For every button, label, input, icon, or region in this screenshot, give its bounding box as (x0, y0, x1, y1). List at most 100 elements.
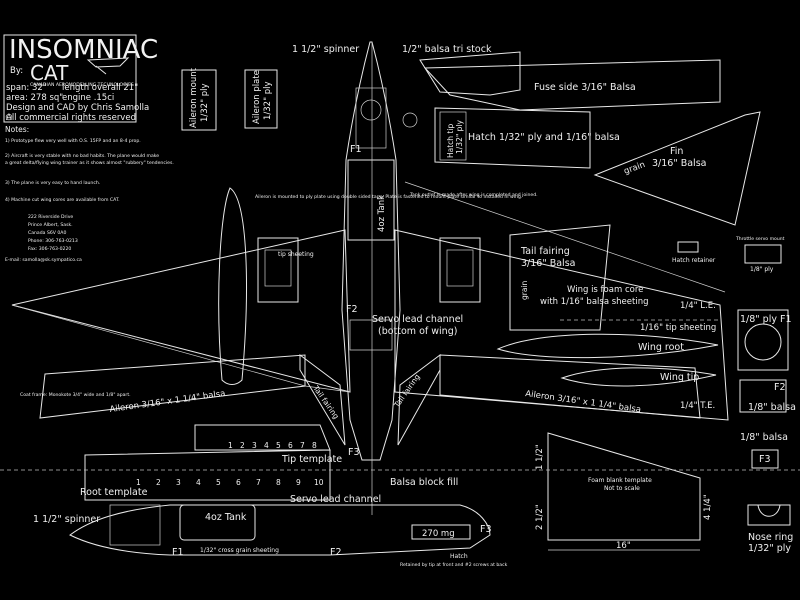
left-servo-bay (257, 237, 299, 303)
wing-tip-label: Wing tip (660, 372, 699, 383)
fin-part: Fin 3/16" Balsa grain (593, 111, 761, 226)
throttle-mount-dim: 1/8" ply (750, 266, 774, 273)
construction-lines (0, 319, 800, 471)
wing-root-label: Wing root (638, 342, 684, 353)
aileron-right-label: Aileron 3/16" x 1 1/4" balsa (525, 389, 642, 415)
te-label: 1/4" T.E. (680, 401, 715, 411)
template-num: 2 (240, 441, 245, 450)
address-1: 222 Riverside Drive (28, 214, 73, 220)
by-label: By: (10, 66, 23, 76)
aileron-mount-label: Aileron mount (189, 67, 199, 128)
foam-blank-label: Foam blank template (588, 477, 652, 484)
spec-area: area: 278 sq" (6, 93, 63, 103)
wheel-circle (402, 112, 418, 128)
hatch-tip-box (439, 111, 467, 161)
small-parts: Hatch retainer Throttle servo mount 1/8"… (672, 236, 785, 273)
template-num: 1 (228, 441, 233, 450)
wing-tip-profile (560, 367, 717, 387)
address-3: Canada S6V 0A0 (28, 230, 66, 236)
airfoils: Wing root Wing tip (496, 333, 719, 387)
nose-ring-outline (747, 504, 791, 526)
engine-side (109, 504, 161, 546)
address-phone: Phone: 306-763-0213 (28, 238, 78, 244)
engine-box (355, 87, 387, 149)
le-label: 1/4" L.E. (680, 301, 716, 311)
title-frame (3, 34, 137, 123)
template-num: 10 (314, 478, 324, 487)
aileron-mount-dim: 1/32" ply (200, 84, 210, 123)
address-2: Prince Albert, Sask. (28, 222, 73, 228)
right-wing: Aileron 3/16" x 1 1/4" balsa 1/4" L.E. 1… (394, 181, 729, 421)
hatch-retainer-part (677, 241, 699, 253)
balsa-block-label: Balsa block fill (390, 477, 458, 488)
wing-root-profile (496, 333, 719, 359)
tip-template-label: Tip template (281, 454, 342, 465)
fin-label: Fin (670, 146, 683, 157)
notes-block: Notes: 1) Prototype flew very well with … (5, 125, 174, 263)
note-3: 3) The plane is very easy to hand launch… (5, 180, 100, 186)
hatch-outline (434, 107, 591, 169)
right-servo (446, 249, 474, 287)
template-num: 8 (276, 478, 281, 487)
templates: Tip template Root template 1 2 3 4 5 6 7… (80, 424, 342, 501)
dim-2-5-label: 2 1/2" (535, 504, 545, 530)
aileron-plate-label: Aileron plate (252, 70, 262, 124)
tank-note: Tank outlet is made after wing is comple… (409, 192, 538, 198)
email: E-mail: samolla@sk.sympatico.ca (5, 257, 82, 263)
tail-fairing-part: Tail fairing 3/16" Balsa grain (509, 224, 611, 331)
tank-top-label: 4oz Tank (377, 195, 387, 232)
right-servo-bay (439, 237, 481, 303)
tail-fairing-grain: grain (520, 280, 529, 300)
servo-lead-side-label: Servo lead channel (290, 494, 381, 505)
hatch-label: Hatch 1/32" ply and 1/16" balsa (468, 132, 620, 143)
foam-blank-label-2: Not to scale (604, 485, 640, 492)
servo-bay-center (349, 319, 393, 351)
f3-former-label: F3 (759, 454, 771, 465)
spec-length: length overall 21" (62, 83, 138, 93)
servo-lead-note: (bottom of wing) (378, 326, 457, 337)
tail-fairing-part-dim: 3/16" Balsa (521, 258, 575, 269)
dim-1-5-label: 1 1/2" (535, 444, 545, 470)
note-1: 1) Prototype flew very well with O.S. 15… (5, 138, 141, 144)
spec-rights: All commercial rights reserved (6, 113, 136, 123)
aileron-mount-outline (181, 69, 217, 131)
hatch-part: Hatch tip 1/32" ply Hatch 1/32" ply and … (434, 107, 620, 169)
spinner-side-label: 1 1/2" spinner (33, 514, 100, 525)
f3-former-dim: 1/8" balsa (740, 432, 788, 443)
template-numbers: 1 2 3 4 5 6 7 8 1 2 3 4 5 6 7 8 9 10 (136, 441, 324, 487)
leading-edge-line (404, 181, 726, 293)
servo-lead-label: Servo lead channel (372, 314, 463, 325)
tank-side (179, 504, 256, 541)
aileron-plate-dim: 1/32" ply (263, 82, 273, 121)
template-num: 8 (312, 441, 317, 450)
tail-fairing-part-label: Tail fairing (520, 246, 570, 257)
nose-ring-arc (757, 504, 781, 517)
template-num: 6 (236, 478, 241, 487)
fin-dim: 3/16" Balsa (652, 158, 706, 169)
f2-former-label: F2 (774, 382, 786, 393)
title-block: INSOMNIAC By: CAT CANADIAN AEROMODELLING… (3, 34, 158, 123)
wing-core-label-2: with 1/16" balsa sheeting (540, 297, 649, 307)
hatch-tip-label: Hatch tip (446, 124, 455, 158)
fin-outline (593, 111, 761, 226)
foam-blank: Foam blank template Not to scale 16" 2 1… (535, 432, 713, 551)
right-wing-outline (394, 229, 729, 421)
template-num: 6 (288, 441, 293, 450)
aileron-plate-outline (244, 69, 278, 129)
template-num: 1 (136, 478, 141, 487)
spinner-top-label: 1 1/2" spinner (292, 44, 359, 55)
hatch-retainer-label: Hatch retainer (672, 257, 716, 264)
template-num: 7 (256, 478, 261, 487)
tri-stock-label: 1/2" balsa tri stock (402, 44, 492, 55)
root-template-outline (84, 449, 331, 501)
f3-former (751, 449, 779, 469)
throttle-mount-label: Throttle servo mount (735, 236, 785, 242)
f2-former-dim: 1/8" balsa (748, 402, 796, 413)
formers: 1/8" ply F1 F2 1/8" balsa 1/8" balsa F3 (737, 309, 796, 469)
fuse-side-label: Fuse side 3/16" Balsa (534, 82, 636, 93)
engine-cylinder (360, 99, 382, 121)
address-fax: Fax: 306-763-0220 (28, 246, 71, 252)
tip-sheeting-label: tip sheeting (278, 251, 314, 258)
tank-side-label: 4oz Tank (205, 512, 247, 523)
